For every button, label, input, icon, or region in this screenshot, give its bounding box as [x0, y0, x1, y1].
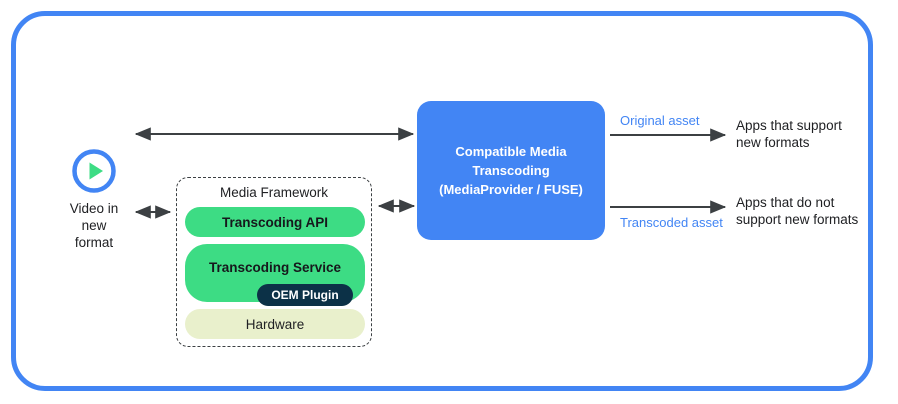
- video-source-group: Video in new format: [44, 148, 144, 251]
- original-asset-label: Original asset: [620, 113, 700, 128]
- oem-plugin-label: OEM Plugin: [271, 288, 339, 302]
- apps-that-do-not-support-label: Apps that do not support new formats: [736, 195, 859, 227]
- transcoding-api-label: Transcoding API: [221, 214, 329, 230]
- compatible-media-transcoding-label: Compatible Media Transcoding (MediaProvi…: [439, 144, 583, 197]
- oem-plugin-badge[interactable]: OEM Plugin: [257, 284, 353, 306]
- apps-that-support-label: Apps that support new formats: [736, 118, 842, 150]
- video-source-caption: Video in new format: [69, 201, 119, 250]
- play-circle-icon: [72, 149, 116, 193]
- compatible-media-transcoding-box[interactable]: Compatible Media Transcoding (MediaProvi…: [417, 101, 605, 240]
- transcoded-asset-label: Transcoded asset: [620, 215, 723, 230]
- transcoding-service-label: Transcoding Service: [208, 260, 342, 275]
- hardware-label: Hardware: [245, 316, 305, 332]
- transcoding-api-box[interactable]: Transcoding API: [185, 207, 365, 237]
- hardware-box[interactable]: Hardware: [185, 309, 365, 339]
- media-framework-title: Media Framework: [219, 185, 329, 200]
- media-framework-container: Media Framework Transcoding API Transcod…: [176, 177, 372, 347]
